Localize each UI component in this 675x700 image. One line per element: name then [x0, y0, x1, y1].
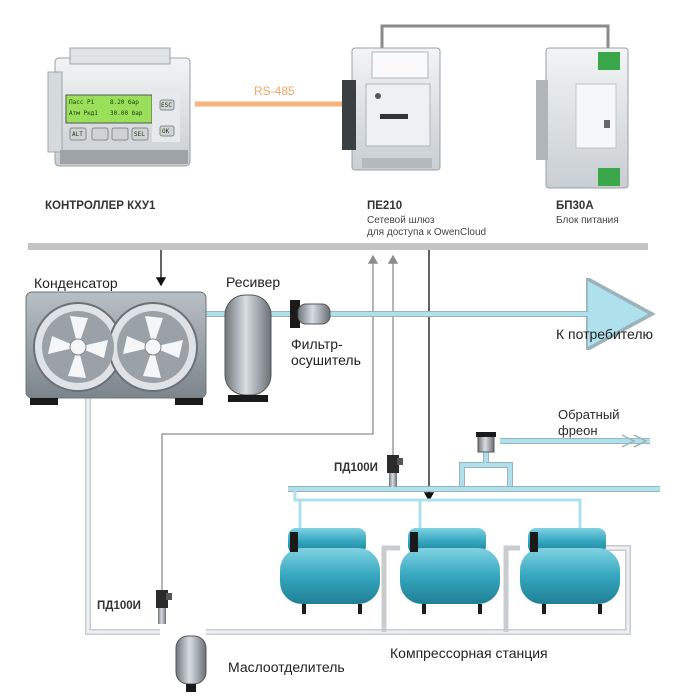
power-desc: Блок питания — [556, 215, 619, 226]
controller-label: КОНТРОЛЛЕР КХУ1 — [45, 200, 156, 212]
pressure-sensor-top — [387, 455, 403, 487]
return-label-2: фреон — [558, 423, 598, 438]
receiver-tank — [224, 294, 272, 402]
compressor-1 — [280, 528, 380, 614]
sensor-top-label: ПД100И — [334, 462, 378, 474]
filter-label-2: осушитель — [291, 352, 361, 368]
lcd-value1: 8.20 бар — [110, 99, 139, 106]
btn-alt: ALT — [72, 131, 83, 138]
lcd-line2: Атм Pкд1 — [69, 110, 98, 117]
power-supply-device — [536, 47, 629, 189]
gateway-desc-2: для доступа к OwenCloud — [367, 227, 487, 238]
oil-separator — [175, 635, 207, 692]
return-label-1: Обратный — [558, 407, 620, 422]
btn-ok: OK — [162, 128, 170, 135]
power-label: БП30А — [556, 200, 594, 212]
bottom-sensor-signal — [161, 254, 379, 590]
condenser-unit — [25, 291, 207, 405]
gateway-label: ПЕ210 — [367, 200, 403, 212]
oil-separator-label: Маслоотделитель — [228, 659, 345, 675]
consumer-label: К потребителю — [556, 326, 654, 342]
signal-bus — [28, 243, 648, 250]
controller-device — [47, 47, 191, 167]
power-link — [380, 24, 610, 50]
compressor-station-label: Компрессорная станция — [390, 645, 548, 661]
pressure-sensor-bottom — [156, 590, 172, 624]
rs485-label: RS-485 — [254, 84, 295, 98]
receiver-label: Ресивер — [226, 274, 281, 290]
condenser-label: Конденсатор — [34, 275, 118, 291]
gateway-device — [342, 47, 441, 171]
btn-sel: SEL — [134, 131, 145, 138]
filter-dryer — [290, 300, 331, 328]
return-valve — [476, 432, 648, 453]
discharge-pipe — [85, 398, 160, 635]
sensor-bottom-label: ПД100И — [97, 600, 141, 612]
filter-label-1: Фильтр- — [291, 336, 343, 352]
compressor-3 — [520, 528, 620, 614]
compressor-2 — [400, 528, 500, 614]
lcd-line1: Пасс Р1 — [69, 99, 95, 106]
lcd-value2: 30.00 бар — [110, 110, 143, 117]
gateway-desc-1: Сетевой шлюз — [367, 215, 435, 226]
btn-esc: ESC — [161, 102, 172, 109]
